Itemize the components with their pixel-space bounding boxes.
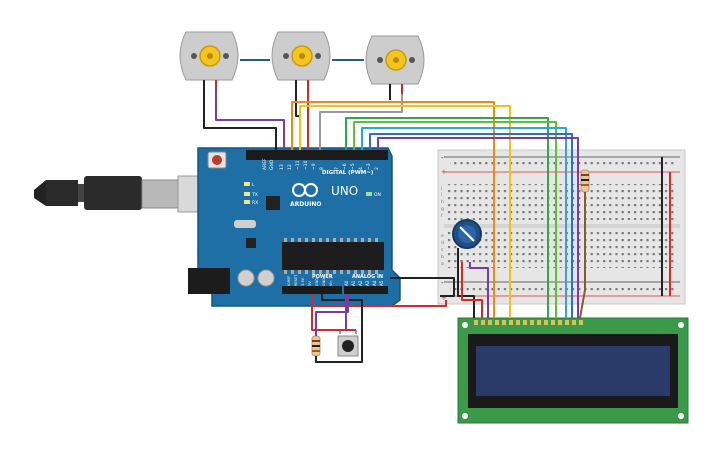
rail-minus-top: - xyxy=(441,154,444,162)
analog-label: ANALOG IN xyxy=(352,274,383,280)
breadboard-resistor[interactable] xyxy=(580,169,590,193)
svg-text:3.3V: 3.3V xyxy=(301,277,305,286)
digital-header[interactable] xyxy=(246,150,388,160)
svg-text:GND: GND xyxy=(315,278,319,286)
svg-text:A4: A4 xyxy=(372,280,377,286)
svg-text:h: h xyxy=(441,199,444,205)
svg-text:j: j xyxy=(440,185,442,191)
svg-text:8: 8 xyxy=(319,167,325,170)
svg-text:i: i xyxy=(441,192,442,198)
usb-cable[interactable] xyxy=(34,175,217,213)
svg-text:Vin: Vin xyxy=(329,280,333,286)
wire-red-pot xyxy=(461,262,483,318)
svg-text:~5: ~5 xyxy=(350,163,356,170)
wire-red-button xyxy=(311,306,356,331)
atmega-chip xyxy=(282,242,384,270)
wire-black-arduino-gnd xyxy=(390,277,455,297)
svg-text:IOREF: IOREF xyxy=(287,276,291,286)
lcd-16x2-display[interactable] xyxy=(457,317,689,424)
wire-black-button xyxy=(315,294,363,363)
power-header[interactable] xyxy=(282,286,342,294)
svg-text:GND: GND xyxy=(269,159,275,170)
lcd-screen xyxy=(476,346,670,396)
potentiometer[interactable] xyxy=(452,219,482,249)
wire-blue xyxy=(369,133,573,318)
svg-text:a: a xyxy=(441,262,444,267)
wire-lightgreen xyxy=(353,121,557,318)
svg-text:d: d xyxy=(441,240,444,246)
wire-yellow xyxy=(299,105,511,318)
svg-text:b: b xyxy=(441,254,444,260)
wire-purple-pot xyxy=(469,262,489,318)
svg-text:~3: ~3 xyxy=(366,163,372,170)
svg-text:A2: A2 xyxy=(358,280,363,286)
svg-text:AREF: AREF xyxy=(262,158,268,170)
rail-plus-top: + xyxy=(441,168,447,176)
svg-text:f: f xyxy=(441,213,443,219)
svg-text:g: g xyxy=(441,207,444,212)
arduino-uno-board[interactable]: AREF GND 13 12 ~11 ~10 ~9 8 7 ~6 ~5 4 ~3… xyxy=(188,147,401,307)
svg-text:RESET: RESET xyxy=(294,274,298,286)
push-button[interactable] xyxy=(337,330,359,357)
svg-text:RX: RX xyxy=(252,200,258,206)
svg-text:A1: A1 xyxy=(351,280,356,286)
wire-purple-lcd xyxy=(377,137,579,318)
arduino-model: UNO xyxy=(331,184,358,198)
svg-text:L: L xyxy=(252,182,255,188)
svg-text:4: 4 xyxy=(358,167,364,170)
wire-cyan xyxy=(361,127,567,318)
analog-header[interactable] xyxy=(344,286,388,294)
wire-brown-backlight xyxy=(579,192,586,319)
svg-text:~6: ~6 xyxy=(342,163,348,170)
rail-plus-bottom: + xyxy=(441,294,447,302)
dc-power-jack[interactable] xyxy=(188,268,230,294)
status-led-labels: L TX RX ON xyxy=(251,182,381,206)
svg-text:7: 7 xyxy=(334,167,340,170)
dc-motor-1[interactable] xyxy=(179,31,239,90)
svg-text:~11: ~11 xyxy=(295,160,301,170)
svg-text:e: e xyxy=(441,234,444,239)
arduino-logo xyxy=(292,183,318,197)
wire-black-motor1 xyxy=(203,90,277,150)
wire-green xyxy=(345,117,549,318)
dc-motor-3[interactable] xyxy=(365,35,425,94)
svg-text:A0: A0 xyxy=(344,280,349,286)
rail-minus-bottom: - xyxy=(441,279,444,287)
svg-text:GND: GND xyxy=(322,278,326,286)
dc-motor-2[interactable] xyxy=(271,31,331,90)
row-letters: j i h g f e d c b a xyxy=(440,185,444,267)
power-pin-labels: IOREF RESET 3.3V 5V GND GND Vin xyxy=(287,274,333,286)
digital-header-label: DIGITAL (PWM~) xyxy=(322,170,374,176)
wire-orange xyxy=(291,101,495,318)
svg-text:2: 2 xyxy=(374,167,380,170)
power-label: POWER xyxy=(312,274,333,280)
wire-purple-motor1 xyxy=(215,90,285,150)
svg-text:A5: A5 xyxy=(379,280,384,286)
svg-text:13: 13 xyxy=(279,164,285,170)
digital-pin-labels: AREF GND 13 12 ~11 ~10 ~9 8 7 ~6 ~5 4 ~3… xyxy=(262,158,380,170)
svg-text:~9: ~9 xyxy=(311,163,317,170)
svg-text:12: 12 xyxy=(287,164,293,170)
wire-red-arduino-5v xyxy=(311,294,447,307)
svg-text:c: c xyxy=(441,248,444,253)
svg-text:~10: ~10 xyxy=(303,160,309,170)
svg-text:A3: A3 xyxy=(365,280,370,286)
wires[interactable] xyxy=(203,90,671,363)
svg-text:TX: TX xyxy=(251,192,258,198)
wire-purple-analog xyxy=(315,294,349,336)
arduino-brand: ARDUINO xyxy=(290,201,321,208)
pulldown-resistor[interactable] xyxy=(311,335,321,357)
svg-text:5V: 5V xyxy=(308,281,312,286)
lcd-header-pins[interactable] xyxy=(474,320,583,325)
wire-black-pot xyxy=(457,248,475,318)
svg-text:ON: ON xyxy=(374,192,381,198)
analog-pin-labels: A0 A1 A2 A3 A4 A5 xyxy=(344,280,384,286)
